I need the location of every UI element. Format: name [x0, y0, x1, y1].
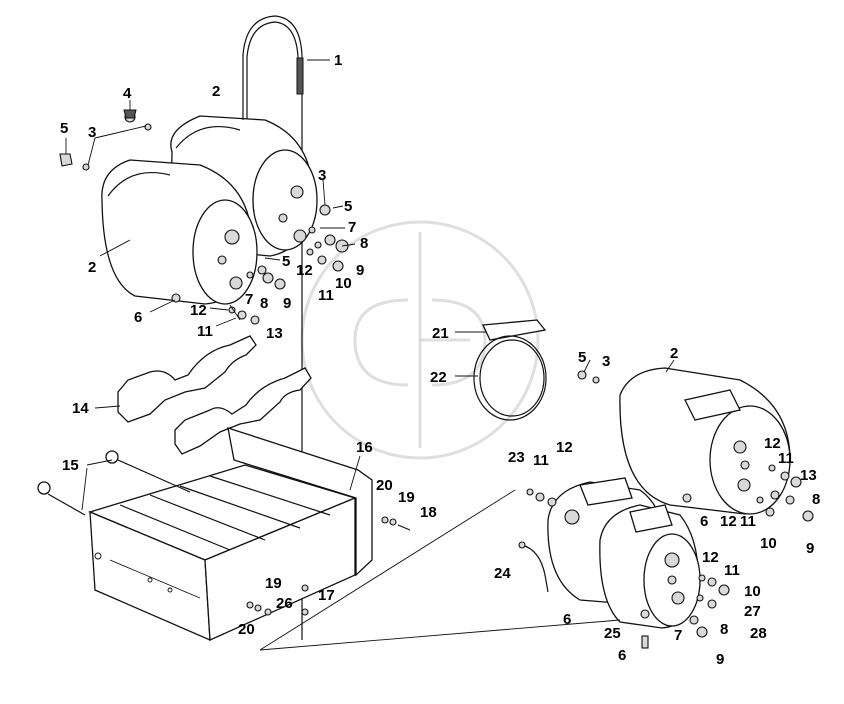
callout-3: 3 — [602, 353, 610, 370]
hose-and-fittings — [518, 488, 557, 593]
callout-20: 20 — [376, 477, 393, 494]
callout-8: 8 — [260, 295, 268, 312]
fittings-upper-left — [59, 109, 349, 325]
callout-14: 14 — [72, 400, 89, 417]
callout-5: 5 — [60, 120, 68, 137]
callout-6: 6 — [134, 309, 142, 326]
tank-support-bracket — [117, 335, 312, 455]
callout-9: 9 — [283, 295, 291, 312]
callout-6: 6 — [563, 611, 571, 628]
callout-19: 19 — [398, 489, 415, 506]
callout-10: 10 — [335, 275, 352, 292]
watermark-logo — [300, 220, 540, 460]
callout-18: 18 — [420, 504, 437, 521]
callout-25: 25 — [604, 625, 621, 642]
air-tank-upper-front — [101, 159, 258, 305]
callout-labels: 1 2 2 2 3 3 3 4 5 5 5 5 6 6 6 6 7 7 7 8 … — [60, 52, 820, 668]
callout-23: 23 — [508, 449, 525, 466]
callout-12: 12 — [764, 435, 781, 452]
callout-20: 20 — [238, 621, 255, 638]
callout-7: 7 — [348, 219, 356, 236]
callout-9: 9 — [716, 651, 724, 668]
callout-5: 5 — [578, 349, 586, 366]
callout-9: 9 — [806, 540, 814, 557]
callout-2: 2 — [212, 83, 220, 100]
bolts-and-washers — [246, 516, 411, 616]
callout-10: 10 — [744, 583, 761, 600]
callout-13: 13 — [266, 325, 283, 342]
callout-19: 19 — [265, 575, 282, 592]
callout-12: 12 — [702, 549, 719, 566]
callout-12: 12 — [296, 262, 313, 279]
callout-2: 2 — [88, 259, 96, 276]
callout-11: 11 — [724, 562, 740, 579]
callout-12: 12 — [556, 439, 573, 456]
air-tank-right-lower-front — [599, 504, 730, 649]
callout-6: 6 — [700, 513, 708, 530]
callout-6: 6 — [618, 647, 626, 664]
callout-5: 5 — [344, 198, 352, 215]
callout-26: 26 — [276, 595, 293, 612]
leader-lines — [65, 59, 675, 511]
callout-22: 22 — [430, 369, 447, 386]
callout-12: 12 — [190, 302, 207, 319]
mounting-frame — [88, 427, 373, 642]
callout-21: 21 — [432, 325, 449, 342]
callout-8: 8 — [812, 491, 820, 508]
callout-1: 1 — [334, 52, 342, 69]
callout-13: 13 — [800, 467, 817, 484]
callout-11: 11 — [197, 323, 213, 340]
air-tank-right-upper — [577, 367, 814, 522]
callout-8: 8 — [720, 621, 728, 638]
callout-28: 28 — [750, 625, 767, 642]
callout-7: 7 — [245, 291, 253, 308]
callout-17: 17 — [318, 587, 335, 604]
air-pipe — [242, 15, 304, 640]
callout-9: 9 — [356, 262, 364, 279]
callout-3: 3 — [88, 124, 96, 141]
callout-5: 5 — [282, 253, 290, 270]
callout-3: 3 — [318, 167, 326, 184]
callout-11: 11 — [533, 452, 549, 469]
callout-10: 10 — [760, 535, 777, 552]
callout-11: 11 — [318, 287, 334, 304]
tank-strap — [473, 319, 547, 421]
callout-7: 7 — [674, 627, 682, 644]
tie-rods — [37, 450, 191, 516]
callout-11: 11 — [740, 513, 756, 530]
callout-2: 2 — [670, 345, 678, 362]
callout-11: 11 — [778, 450, 794, 467]
callout-24: 24 — [494, 565, 511, 582]
callout-12: 12 — [720, 513, 737, 530]
callout-4: 4 — [123, 85, 132, 102]
callout-15: 15 — [62, 457, 79, 474]
callout-8: 8 — [360, 235, 368, 252]
callout-27: 27 — [744, 603, 761, 620]
callout-16: 16 — [356, 439, 373, 456]
assembly-lines — [229, 304, 621, 651]
